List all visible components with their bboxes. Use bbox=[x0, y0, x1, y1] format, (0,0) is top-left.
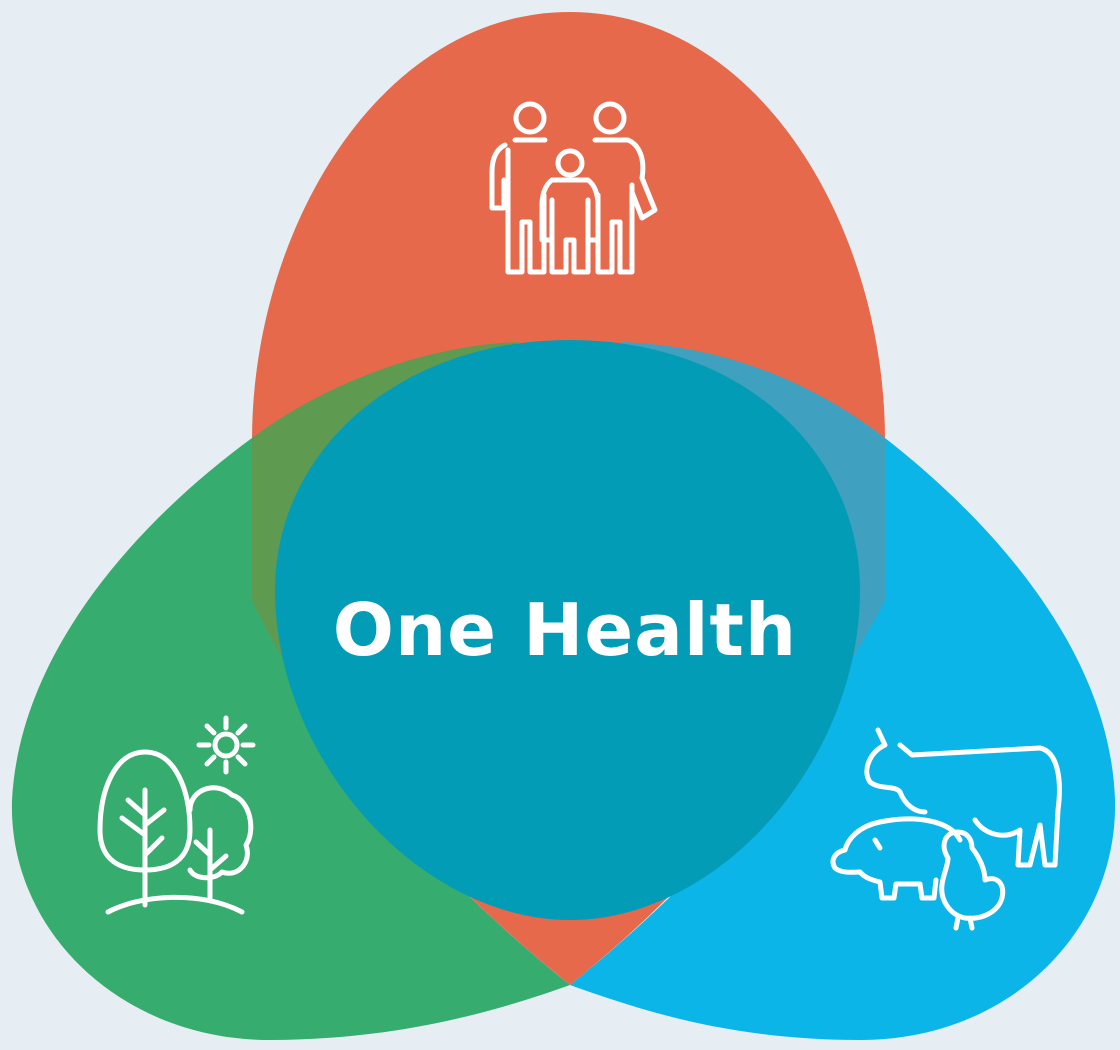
animals-lobe bbox=[570, 438, 1116, 1040]
trees-sun-icon bbox=[97, 715, 256, 915]
center-label: One Health bbox=[332, 588, 798, 672]
livestock-icon bbox=[830, 727, 1062, 931]
family-icon bbox=[489, 101, 658, 275]
environment-lobe bbox=[11, 438, 571, 1040]
center-lobe bbox=[275, 340, 860, 920]
